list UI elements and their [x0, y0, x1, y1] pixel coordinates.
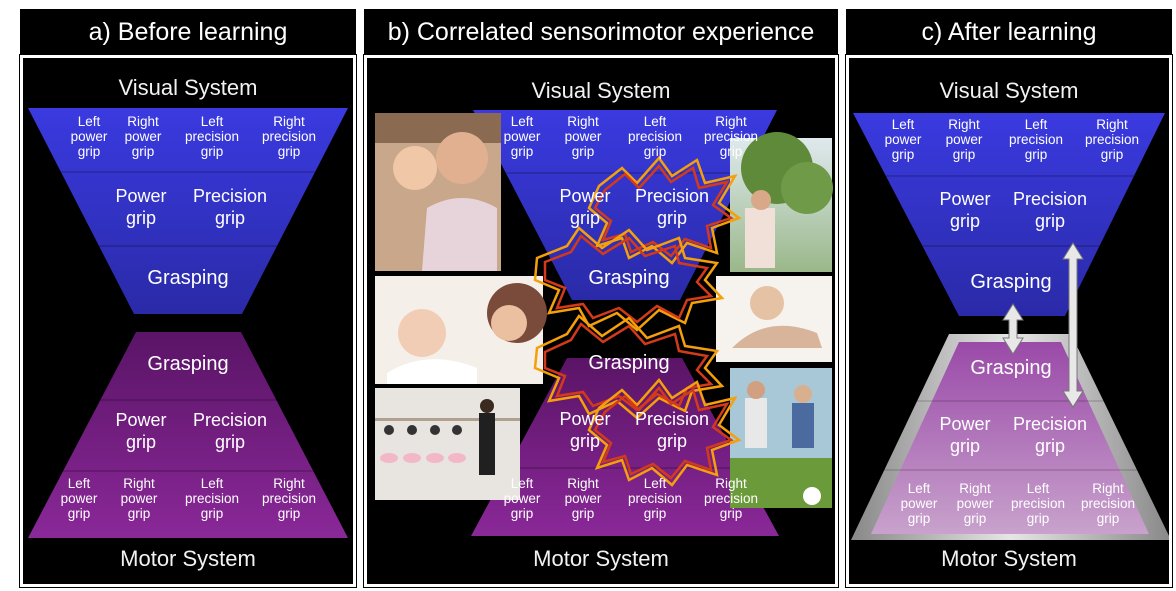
- photo-baby-crawling: [716, 276, 832, 362]
- visual-system-label: Visual System: [939, 78, 1079, 103]
- visual-hierarchy-shape: [28, 108, 348, 314]
- visual-right-power-grip: Right power grip: [124, 114, 162, 159]
- double-arrow-grasping: [1002, 303, 1024, 355]
- motor-power-grip: Power grip: [559, 409, 611, 451]
- motor-system-label: Motor System: [533, 546, 669, 571]
- highlight-burst-motor-precision: [587, 377, 742, 487]
- motor-right-precision-grip: Right precision grip: [1080, 481, 1136, 526]
- motor-left-power-grip: Left power grip: [60, 476, 98, 521]
- photo-child-tree: [730, 132, 833, 272]
- motor-right-power-grip: Right power grip: [564, 476, 602, 521]
- motor-hierarchy-shape: [471, 358, 779, 536]
- visual-left-power-grip: Left power grip: [70, 114, 108, 159]
- visual-right-power-grip: Right power grip: [945, 117, 983, 162]
- visual-grasping: Grasping: [588, 267, 670, 289]
- double-arrow-precision: [1062, 242, 1084, 408]
- hierarchy-shapes: [375, 110, 833, 536]
- motor-grasping: Grasping: [147, 353, 229, 375]
- motor-grasping: Grasping: [970, 357, 1052, 379]
- header-after-learning: c) After learning: [846, 9, 1172, 55]
- motor-right-precision-grip: Right precision grip: [703, 476, 759, 521]
- panel-before-learning: Visual System Left power grip Right powe…: [20, 55, 356, 587]
- motor-left-precision-grip: Left precision grip: [627, 476, 683, 521]
- visual-left-precision-grip: Left precision grip: [184, 114, 240, 159]
- motor-right-precision-grip: Right precision grip: [261, 476, 317, 521]
- visual-grasping: Grasping: [147, 267, 229, 289]
- visual-precision-grip: Precision grip: [634, 186, 710, 228]
- visual-right-power-grip: Right power grip: [564, 114, 602, 159]
- motor-system-label: Motor System: [120, 546, 256, 571]
- motor-precision-grip: Precision grip: [1012, 414, 1088, 456]
- visual-precision-grip: Precision grip: [192, 186, 268, 228]
- visual-left-power-grip: Left power grip: [884, 117, 922, 162]
- motor-left-power-grip: Left power grip: [503, 476, 541, 521]
- motor-left-precision-grip: Left precision grip: [1010, 481, 1066, 526]
- panel-correlated-experience: Visual System Left power grip Right powe…: [364, 55, 838, 587]
- visual-right-precision-grip: Right precision grip: [703, 114, 759, 159]
- visual-hierarchy-shape: [853, 113, 1165, 316]
- visual-left-precision-grip: Left precision grip: [1008, 117, 1064, 162]
- motor-right-power-grip: Right power grip: [120, 476, 158, 521]
- hierarchy-shapes: [28, 108, 348, 538]
- motor-left-precision-grip: Left precision grip: [184, 476, 240, 521]
- hierarchy-shapes: [851, 113, 1169, 540]
- visual-precision-grip: Precision grip: [1012, 189, 1088, 231]
- visual-system-label: Visual System: [531, 78, 671, 103]
- visual-power-grip: Power grip: [115, 186, 167, 228]
- motor-system-label: Motor System: [941, 546, 1077, 571]
- motor-precision-grip: Precision grip: [192, 410, 268, 452]
- motor-precision-grip: Precision grip: [634, 409, 710, 451]
- motor-left-power-grip: Left power grip: [900, 481, 938, 526]
- visual-grasping: Grasping: [970, 271, 1052, 293]
- motor-hierarchy-shape: [28, 332, 348, 538]
- motor-power-grip: Power grip: [939, 414, 991, 456]
- visual-left-power-grip: Left power grip: [503, 114, 541, 159]
- visual-right-precision-grip: Right precision grip: [1084, 117, 1140, 162]
- motor-hierarchy-shape: [871, 342, 1149, 534]
- visual-power-grip: Power grip: [939, 189, 991, 231]
- motor-power-grip: Power grip: [115, 410, 167, 452]
- header-correlated-experience: b) Correlated sensorimotor experience: [364, 9, 838, 55]
- header-before-learning: a) Before learning: [20, 9, 356, 55]
- photo-ballet-class: [375, 388, 520, 500]
- visual-right-precision-grip: Right precision grip: [261, 114, 317, 159]
- motor-grasping: Grasping: [588, 352, 670, 374]
- visual-left-precision-grip: Left precision grip: [627, 114, 683, 159]
- visual-power-grip: Power grip: [559, 186, 611, 228]
- motor-right-power-grip: Right power grip: [956, 481, 994, 526]
- panel-after-learning: Visual System Left power grip Right powe…: [846, 55, 1172, 587]
- photo-family-soccer: [730, 368, 832, 508]
- highlight-burst-visual-grasping: [533, 226, 725, 332]
- visual-system-label: Visual System: [118, 75, 258, 100]
- photo-mother-baby: [375, 276, 547, 384]
- photo-children-mirror: [375, 113, 501, 271]
- highlight-burst-visual-precision: [587, 155, 742, 265]
